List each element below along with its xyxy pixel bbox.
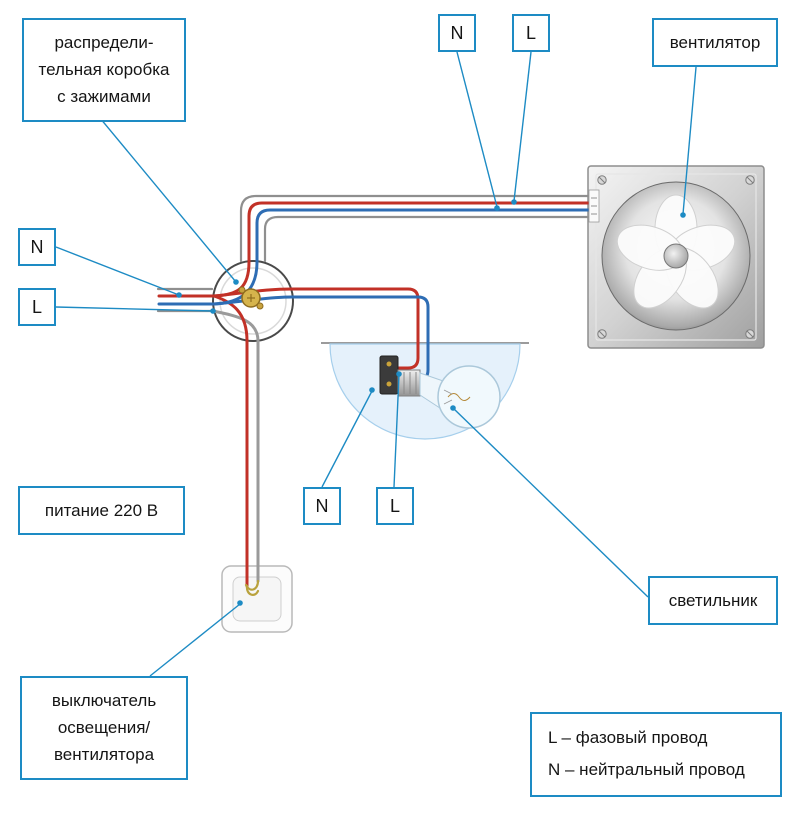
callout-dot (369, 387, 375, 393)
fan-hub (663, 243, 689, 269)
label-switch: выключатель освещения/ вентилятора (20, 676, 188, 780)
callout-dot (450, 405, 456, 411)
callout-line-junction (99, 117, 237, 283)
wire-sheath (239, 194, 593, 263)
callout-dot (176, 292, 182, 298)
legend-box: L – фазовый провод N – нейтральный прово… (530, 712, 782, 797)
callout-dot (494, 205, 500, 211)
callout-line-top-n (456, 51, 498, 208)
callout-line-left-l (55, 306, 214, 312)
light-bulb (379, 355, 501, 429)
callout-line-light (452, 407, 649, 598)
wire-phase-junction-down (212, 294, 249, 343)
callout-dot (396, 371, 402, 377)
holder-screw (386, 381, 392, 387)
callout-dot (680, 212, 686, 218)
fan (587, 165, 765, 349)
wire-neutral-fan (255, 208, 593, 263)
callout-dot (210, 308, 216, 314)
cable-to-fan (239, 194, 593, 263)
fan-frame-bevel (595, 173, 757, 341)
legend-line-n: N – нейтральный провод (548, 760, 745, 780)
filament-support (443, 389, 453, 395)
legend-line-l: L – фазовый провод (548, 728, 708, 747)
junction-box (211, 260, 294, 343)
callout-line-left-n (55, 246, 180, 296)
tag-l-top: L (512, 14, 550, 52)
callout-line-top-l (513, 51, 532, 202)
callout-dot (237, 600, 243, 606)
switch-wire-loop (244, 579, 260, 591)
cable-power-input (156, 287, 216, 313)
bulb-glass (437, 365, 501, 429)
holder-screw (386, 361, 392, 367)
label-fan: вентилятор (652, 18, 778, 68)
label-light: светильник (648, 576, 778, 626)
screw-icon (597, 329, 607, 339)
tag-n-top: N (438, 14, 476, 52)
tag-n-left: N (18, 228, 56, 266)
callout-line-lamp-l (393, 374, 400, 488)
wire-sheath (263, 215, 593, 263)
tag-l-lamp: L (376, 487, 414, 525)
bulb-filament (447, 393, 471, 401)
label-power: питание 220 В (18, 486, 185, 536)
wire-phase-light (290, 287, 420, 370)
callout-lines (55, 51, 698, 677)
fan-terminal (588, 189, 600, 223)
terminal-screw (256, 302, 264, 310)
cable-to-switch (244, 339, 260, 596)
callout-line-fan (682, 55, 698, 215)
wire-phase-fan (247, 201, 593, 263)
screw-icon (745, 175, 755, 185)
callout-line-switch (149, 603, 241, 677)
screw-icon (745, 329, 755, 339)
label-junction-box: распредели- тельная коробка с зажимами (22, 18, 186, 122)
tag-l-left: L (18, 288, 56, 326)
terminal-screw (238, 286, 246, 294)
screw-icon (597, 175, 607, 185)
filament-support (443, 399, 453, 405)
tag-n-lamp: N (303, 487, 341, 525)
callout-dot (233, 279, 239, 285)
callout-line-lamp-n (321, 390, 373, 488)
junction-box-rim (219, 267, 287, 335)
callout-dot (511, 199, 517, 205)
